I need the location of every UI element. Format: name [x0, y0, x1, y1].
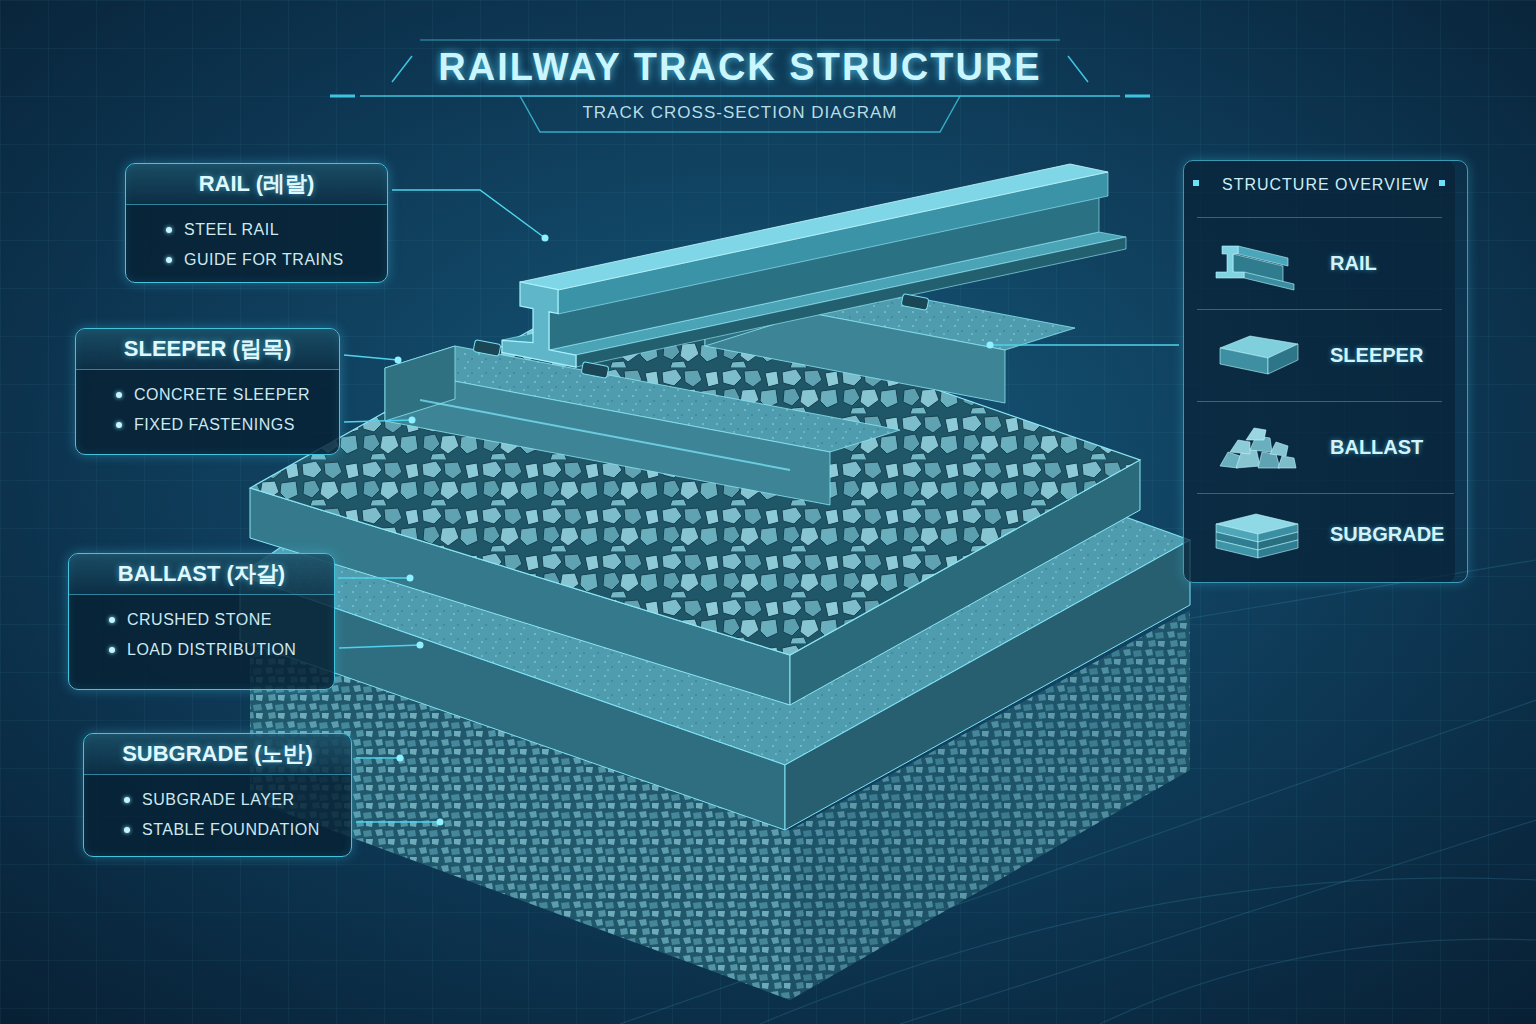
ballast-icon: [1278, 456, 1296, 468]
panel-mark: [1439, 180, 1445, 186]
subgrade-icon: [1258, 540, 1298, 558]
panel-heading: STRUCTURE OVERVIEW: [1184, 161, 1467, 195]
callout-box: SUBGRADE (노반) SUBGRADE LAYERSTABLE FOUNDA…: [83, 733, 352, 857]
leader-line: [339, 577, 410, 579]
callout-heading: RAIL (레랄): [126, 164, 387, 205]
rail-fastening: [473, 340, 501, 357]
sleeper-glow: [420, 400, 790, 470]
leader-line: [344, 355, 398, 360]
callout-box: BALLAST (자갈) CRUSHED STONELOAD DISTRIBUTI…: [68, 553, 335, 690]
sleeper-face: [385, 346, 455, 421]
title-frame: [330, 95, 1150, 98]
leader-dot: [407, 575, 414, 582]
leader-dot: [409, 417, 416, 424]
rail-fastening: [901, 294, 929, 311]
leader-line: [990, 344, 1179, 346]
overview-panel: STRUCTURE OVERVIEW RAIL SLEEPER BALLAST SUBG…: [1183, 160, 1468, 583]
bullet-text: GUIDE FOR TRAINS: [126, 245, 387, 275]
leader-dot: [417, 642, 424, 649]
overview-item: BALLAST: [1197, 401, 1442, 493]
overview-label: RAIL: [1197, 252, 1387, 275]
overview-item: SLEEPER: [1197, 309, 1442, 401]
panel-ground: [1183, 160, 1455, 583]
overview-label: SLEEPER: [1197, 344, 1433, 367]
perspective-line: [1100, 939, 1536, 1024]
bullet-text: SUBGRADE LAYER: [84, 785, 351, 815]
leader-dot: [395, 357, 402, 364]
subgrade-icon: [1216, 540, 1258, 558]
bullet-text: FIXED FASTENINGS: [76, 410, 339, 440]
leader-line: [339, 645, 420, 648]
rail-head: [520, 164, 1108, 290]
leader-line: [356, 757, 400, 759]
panel-mark: [1193, 180, 1199, 186]
overview-label: SUBGRADE: [1197, 523, 1454, 546]
sleeper-icon: [1220, 348, 1268, 374]
sleeper-icon: [1268, 344, 1298, 374]
overview-label: BALLAST: [1197, 436, 1433, 459]
rail-icon: [1244, 272, 1294, 290]
ballast-icon: [1270, 442, 1288, 456]
leader-line: [344, 420, 412, 422]
ballast-icon: [1230, 440, 1250, 454]
diagram-title: RAILWAY TRACK STRUCTURE: [240, 46, 1240, 89]
bullet-text: STABLE FOUNDATION: [84, 815, 351, 845]
leader-dot: [987, 342, 994, 349]
callout-box: SLEEPER (립목) CONCRETE SLEEPERFIXED FASTEN…: [75, 328, 340, 455]
overview-item: SUBGRADE: [1197, 493, 1454, 575]
callout-heading: BALLAST (자갈): [69, 554, 334, 595]
title-frame: [420, 39, 1060, 41]
bullet-text: STEEL RAIL: [126, 215, 387, 245]
bullet-text: LOAD DISTRIBUTION: [69, 635, 334, 665]
ballast-icon: [1246, 428, 1266, 440]
leader-dot: [437, 819, 444, 826]
rail-profile: [502, 282, 576, 367]
callout-box: RAIL (레랄) STEEL RAILGUIDE FOR TRAINS: [125, 163, 388, 283]
callout-heading: SUBGRADE (노반): [84, 734, 351, 775]
leader-dot: [542, 235, 549, 242]
rail-icon: [1216, 246, 1244, 278]
rail-head: [558, 172, 1108, 314]
leader-dot: [397, 755, 404, 762]
leader-line: [356, 821, 440, 823]
bullet-text: CRUSHED STONE: [69, 605, 334, 635]
leader-line: [392, 190, 545, 238]
bullet-text: CONCRETE SLEEPER: [76, 380, 339, 410]
subtitle-label: TRACK CROSS-SECTION DIAGRAM: [240, 103, 1240, 123]
callout-heading: SLEEPER (립목): [76, 329, 339, 370]
overview-item: RAIL: [1197, 217, 1442, 309]
rail-fastening: [581, 362, 609, 379]
title-frame: [360, 95, 1120, 97]
